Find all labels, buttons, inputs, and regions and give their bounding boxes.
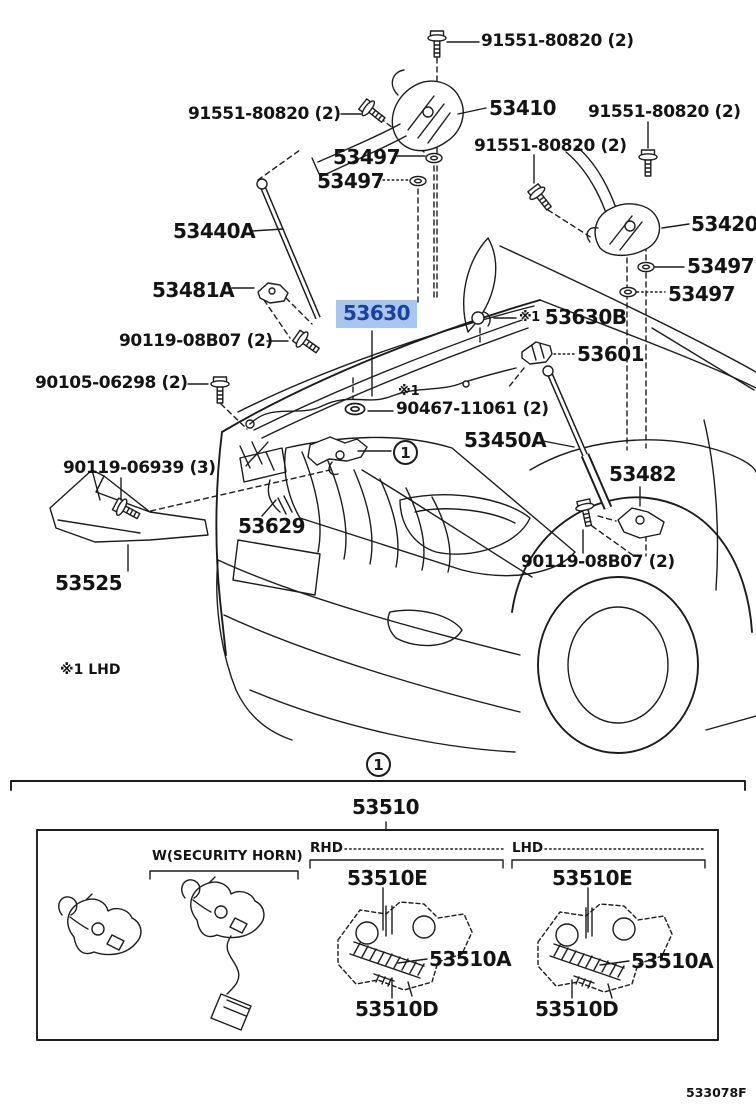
part-label-90105-06298[interactable]: 90105-06298 (2) <box>35 373 188 393</box>
part-label-53510D-lhd[interactable]: 53510D <box>535 997 619 1021</box>
part-label-90119-06939[interactable]: 90119-06939 (3) <box>63 458 216 478</box>
part-label-53497-b[interactable]: 53497 <box>317 169 385 193</box>
callout-1-inset: 1 <box>366 752 391 777</box>
cable-53629-sketch <box>267 479 293 515</box>
doc-code: 533078F <box>686 1085 747 1100</box>
part-label-90119-08B07-a[interactable]: 90119-08B07 (2) <box>119 331 273 351</box>
part-label-53510A-lhd[interactable]: 53510A <box>631 949 714 973</box>
part-label-53510[interactable]: 53510 <box>352 795 420 819</box>
part-label-53510E-rhd[interactable]: 53510E <box>347 866 428 890</box>
callout-1-latch: 1 <box>393 440 418 465</box>
part-label-91551-80820-c[interactable]: 91551-80820 (2) <box>474 136 627 156</box>
bracket-53481A-sketch <box>257 282 289 304</box>
part-label-91551-80820-a[interactable]: 91551-80820 (2) <box>481 31 634 51</box>
hood-latch-sketch <box>307 436 368 476</box>
section-label-lhd: LHD <box>512 840 544 856</box>
part-label-91551-80820-d[interactable]: 91551-80820 (2) <box>588 102 741 122</box>
part-label-53497-a[interactable]: 53497 <box>333 145 401 169</box>
part-label-53630-selected[interactable]: 53630 <box>336 300 418 328</box>
part-label-53481A[interactable]: 53481A <box>152 278 235 302</box>
part-label-53510A-rhd[interactable]: 53510A <box>429 947 512 971</box>
part-label-53629[interactable]: 53629 <box>238 514 306 538</box>
bracket-53482-sketch <box>617 507 665 539</box>
clip-53630B-sketch <box>471 311 491 327</box>
part-label-53525[interactable]: 53525 <box>55 571 123 595</box>
part-label-53601[interactable]: 53601 <box>577 342 645 366</box>
bracket-53525-sketch <box>49 469 209 543</box>
part-label-91551-80820-b[interactable]: 91551-80820 (2) <box>188 104 341 124</box>
footnote-lhd: ※1 LHD <box>60 662 121 678</box>
part-label-53440A[interactable]: 53440A <box>173 219 256 243</box>
vehicle-sketch <box>215 145 756 754</box>
part-label-53410[interactable]: 53410 <box>489 96 557 120</box>
part-label-53450A[interactable]: 53450A <box>464 428 547 452</box>
hinge-bracket-53420-sketch <box>586 203 661 257</box>
ref-mark-prefix: ※1 <box>519 310 540 325</box>
part-label-90119-08B07-b[interactable]: 90119-08B07 (2) <box>521 552 675 572</box>
lock-with-harness-sketch <box>181 876 265 1031</box>
leader-lines <box>120 41 690 572</box>
hood-cable-53630-sketch <box>245 367 517 467</box>
ref-mark-90467: ※1 <box>398 384 420 399</box>
hinge-bracket-53410-sketch <box>311 69 464 177</box>
section-label-rhd: RHD <box>310 840 343 856</box>
part-label-53482[interactable]: 53482 <box>609 462 677 486</box>
inset-box <box>10 780 746 1041</box>
part-label-90467-11061[interactable]: 90467-11061 (2) <box>396 399 549 419</box>
clamp-53601-sketch <box>521 341 553 365</box>
section-label-security-horn: W(SECURITY HORN) <box>152 848 303 864</box>
part-label-53497-d[interactable]: 53497 <box>668 282 736 306</box>
part-label-53510D-rhd[interactable]: 53510D <box>355 997 439 1021</box>
part-label-53420[interactable]: 53420 <box>691 212 756 236</box>
part-label-53510E-lhd[interactable]: 53510E <box>552 866 633 890</box>
part-label-53497-c[interactable]: 53497 <box>687 254 755 278</box>
hood-support-53440A-sketch <box>256 178 321 320</box>
hood-support-53450A-sketch <box>542 365 613 510</box>
